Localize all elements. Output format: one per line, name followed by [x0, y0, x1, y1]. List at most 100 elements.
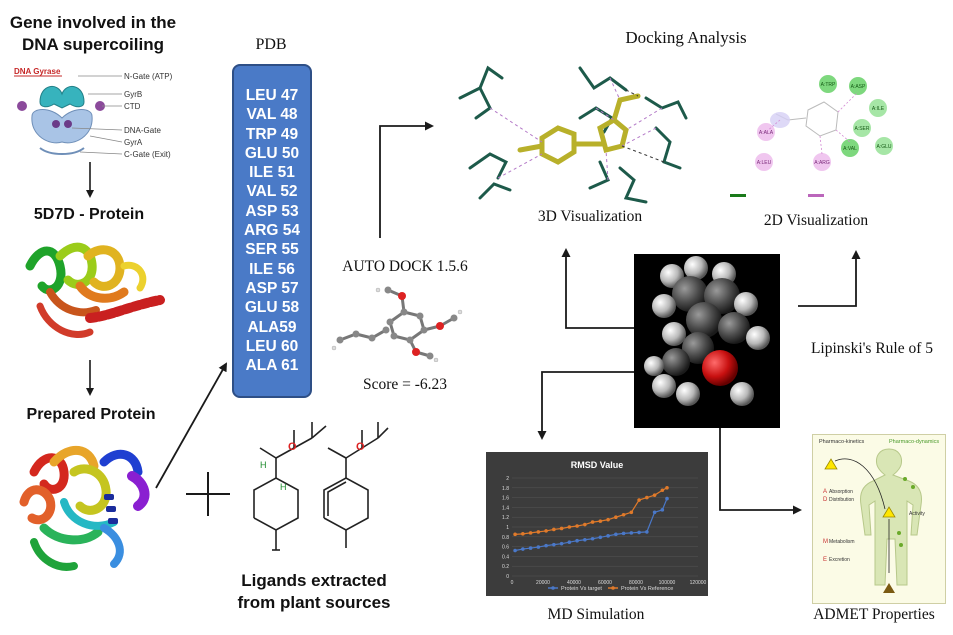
viz2d-res-1: A:ASP — [851, 84, 866, 90]
series-1-point — [629, 510, 634, 515]
gyrase-part-5: C-Gate (Exit) — [124, 150, 171, 159]
gyrase-part-1: GyrB — [124, 90, 142, 99]
series-0-point — [552, 542, 556, 547]
y-tick-label: 0.4 — [502, 554, 509, 560]
residue-item: ALA59 — [247, 318, 297, 336]
protein-label: 5D7D - Protein — [33, 206, 145, 223]
gyrase-part-0: N-Gate (ATP) — [124, 72, 173, 81]
admet-label: ADMET Properties — [813, 606, 935, 623]
y-tick-label: 0.8 — [502, 535, 509, 541]
ligands-label: Ligands extracted from plant sources — [204, 570, 424, 614]
md-rmsd-chart-svg: RMSD Value 00.20.40.60.811.21.41.61.82 0… — [502, 460, 707, 592]
ligand-structures-icon: O O H H — [253, 422, 389, 551]
residue-item: ASP 57 — [245, 279, 299, 297]
admet-letter-e: E — [823, 557, 827, 563]
viz-3d-label: 3D Visualization — [537, 208, 643, 225]
x-tick-label: 40000 — [567, 580, 581, 586]
residue-item: GLU 58 — [244, 299, 300, 317]
series-0-point — [575, 538, 579, 543]
gene-title-line2: DNA supercoiling — [22, 35, 164, 54]
series-0-point — [521, 547, 525, 551]
series-1-point — [614, 515, 618, 519]
admet-absorption: Absorption — [829, 489, 853, 495]
svg-text:O: O — [288, 441, 297, 453]
series-1-point — [665, 486, 669, 490]
series-0-point — [536, 545, 541, 549]
series-1-point — [513, 532, 517, 537]
gyrase-part-3: DNA-Gate — [124, 126, 161, 135]
residue-list: LEU 47 VAL 48 TRP 49 GLU 50 ILE 51 VAL 5… — [234, 66, 310, 375]
y-tick-label: 1 — [506, 525, 509, 531]
series-1-point — [544, 529, 548, 533]
series-0-point — [606, 534, 610, 538]
series-0-point — [614, 532, 618, 537]
viz2d-res-6: A:ALA — [759, 130, 774, 136]
residue-item: LEU 47 — [245, 87, 299, 104]
ligands-label-line1: Ligands extracted — [241, 571, 387, 590]
x-tick-label: 20000 — [536, 580, 550, 586]
series-1-point — [528, 531, 533, 535]
viz2d-res-2: A:ILE — [872, 106, 885, 112]
admet-pharmacokinetics: Pharmaco-kinetics — [819, 439, 864, 445]
viz-3d-icon — [458, 65, 688, 204]
viz-2d-label: 2D Visualization — [763, 212, 869, 229]
series-0-point — [567, 540, 572, 544]
residue-item: TRP 49 — [245, 125, 299, 143]
admet-excretion: Excretion — [829, 557, 850, 563]
admet-metabolism: Metabolism — [829, 539, 855, 545]
svg-text:O: O — [356, 441, 365, 453]
series-1-point — [637, 498, 641, 502]
series-0-point — [544, 543, 548, 548]
series-1-point — [645, 495, 649, 500]
series-0-point — [598, 535, 603, 540]
series-0-point — [652, 510, 657, 515]
residue-item: ILE 51 — [249, 164, 295, 182]
docking-analysis-title: Docking Analysis — [625, 28, 747, 47]
x-tick-label: 80000 — [629, 580, 643, 586]
ligand-ball-stick-icon — [331, 286, 463, 362]
y-tick-label: 0 — [506, 574, 509, 580]
autodock-label: AUTO DOCK 1.5.6 — [342, 258, 468, 275]
y-tick-label: 2 — [506, 476, 509, 482]
x-tick-label: 120000 — [690, 580, 707, 586]
series-0-point — [528, 546, 533, 550]
residue-item: ALA 61 — [245, 357, 299, 375]
gyrase-part-2: CTD — [124, 102, 141, 111]
series-1-point — [536, 530, 541, 534]
series-1-point — [583, 522, 587, 527]
residue-item: ASP 53 — [245, 202, 299, 220]
viz2d-res-8: A:ARG — [814, 160, 830, 166]
series-1-point — [621, 512, 626, 517]
admet-letter-d: D — [823, 497, 828, 503]
series-0-point — [660, 508, 665, 512]
series-0-point — [559, 541, 564, 546]
ligands-label-line2: from plant sources — [237, 593, 391, 612]
viz2d-res-3: A:SER — [854, 126, 869, 132]
y-tick-label: 1.6 — [502, 496, 509, 502]
admet-distribution: Distribution — [829, 497, 854, 503]
prepared-protein-label: Prepared Protein — [26, 406, 156, 423]
viz2d-res-5: A:VAL — [843, 146, 857, 152]
series-1-point — [660, 488, 665, 493]
series-0-point — [590, 536, 595, 541]
series-1-point — [590, 520, 595, 524]
series-0-point — [637, 530, 641, 535]
viz-2d-icon: A:TRP A:ASP A:ILE A:SER A:GLU A:VAL A:AL… — [730, 75, 893, 197]
ribbon-protein-icon — [25, 242, 165, 338]
admet-activity: Activity — [909, 511, 925, 517]
series-1-point — [552, 527, 556, 532]
docking-score: Score = -6.23 — [362, 376, 448, 393]
y-tick-label: 1.8 — [502, 486, 509, 492]
left-column-arrows — [86, 162, 94, 396]
series-0-point — [629, 531, 634, 535]
series-1-point — [575, 524, 579, 528]
pdb-label: PDB — [255, 36, 287, 53]
residue-item: VAL 52 — [246, 183, 298, 201]
residue-item: VAL 48 — [246, 106, 298, 124]
space-filling-molecule — [634, 254, 780, 428]
admet-letter-m: M — [823, 539, 828, 545]
series-0-point — [583, 537, 587, 542]
x-tick-label: 0 — [511, 580, 514, 586]
series-1-point — [559, 526, 564, 531]
y-tick-label: 0.6 — [502, 545, 509, 551]
